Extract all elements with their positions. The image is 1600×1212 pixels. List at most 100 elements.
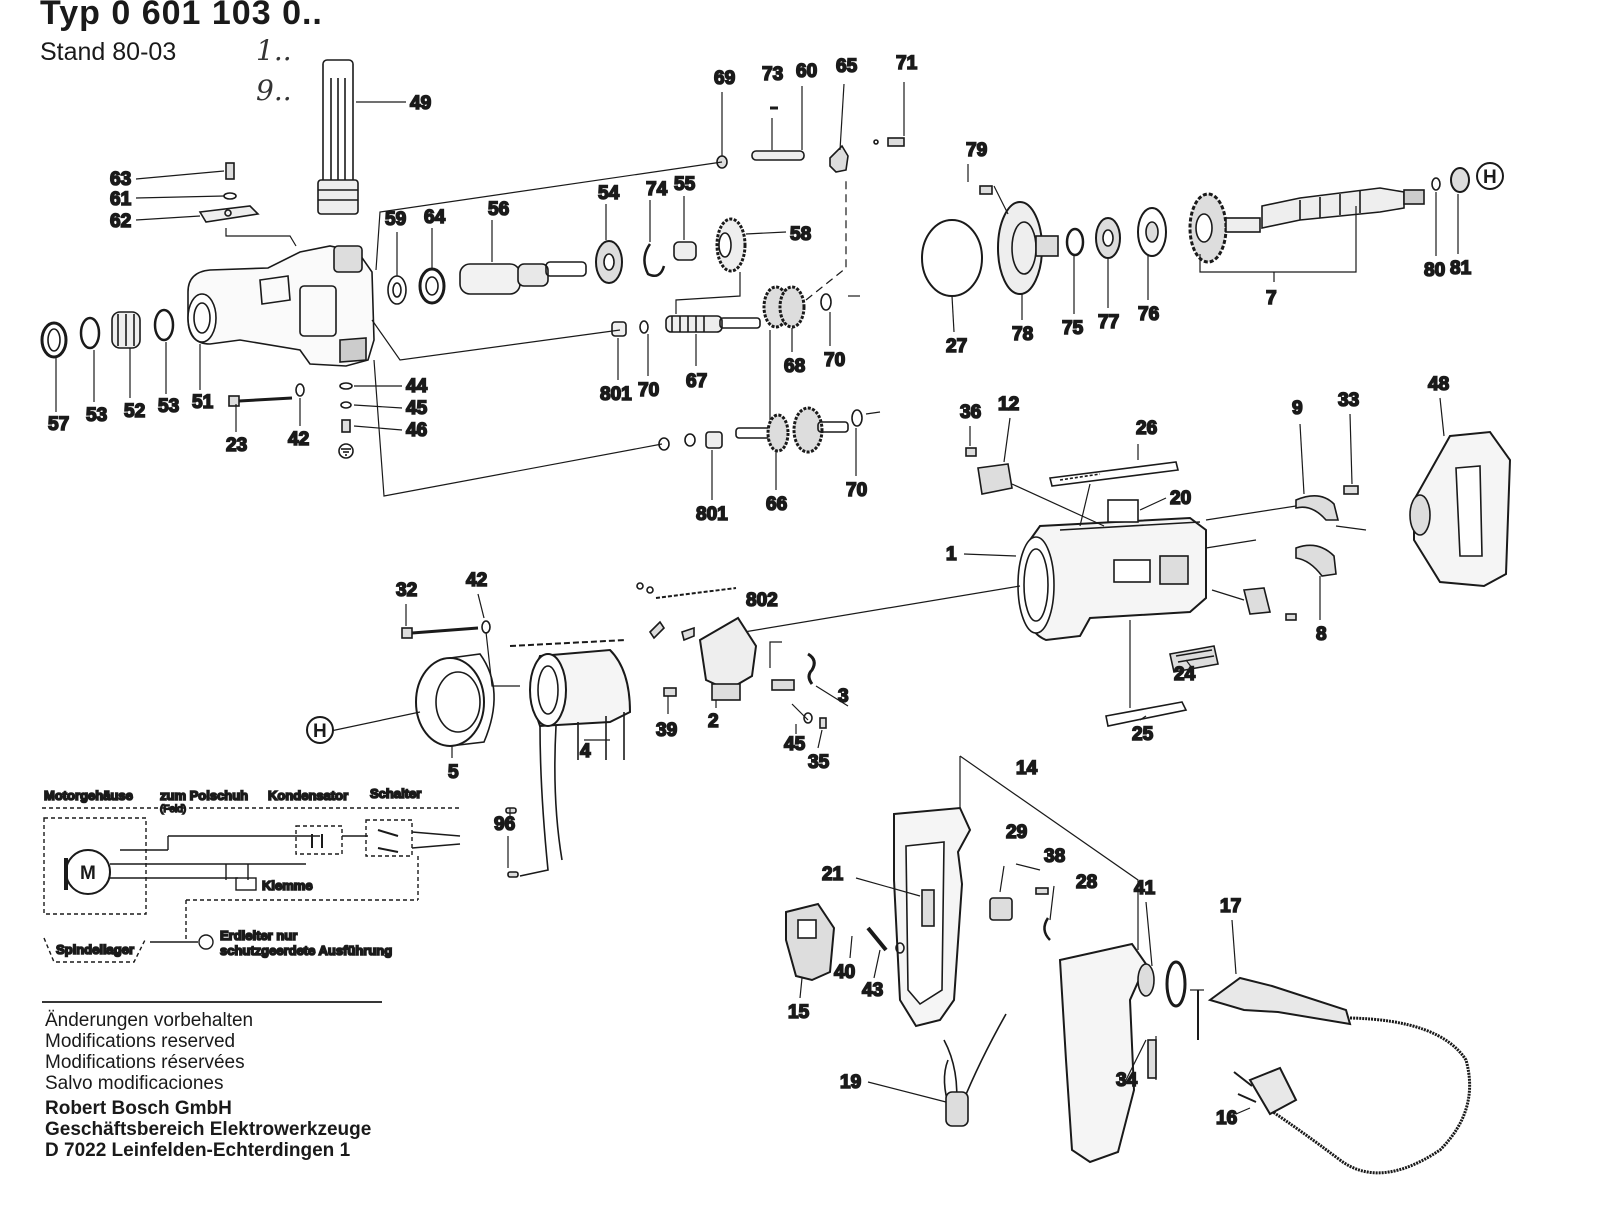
spindle-49 — [317, 59, 359, 215]
label-68: 68 — [784, 356, 805, 377]
label-73: 73 — [762, 64, 783, 85]
label-17: 17 — [1220, 896, 1241, 917]
handle-half-14 — [1058, 942, 1155, 1164]
clamp-29 — [989, 897, 1013, 921]
label-41: 41 — [1134, 878, 1156, 899]
plate-right-8 — [1242, 587, 1297, 621]
marker-h-left — [306, 716, 334, 744]
label-52: 52 — [124, 401, 145, 422]
pin-60 — [751, 150, 805, 161]
screw-32 — [401, 626, 479, 639]
washer-45b — [803, 712, 813, 724]
label-54: 54 — [598, 183, 620, 204]
carbon-brush-802 — [771, 679, 795, 691]
label-70a: 70 — [638, 380, 659, 401]
screw-33 — [1343, 485, 1359, 495]
label-58: 58 — [790, 224, 811, 245]
label-64: 64 — [424, 207, 446, 228]
label-16: 16 — [1216, 1108, 1237, 1129]
label-32: 32 — [396, 580, 417, 601]
ring-64 — [418, 267, 446, 305]
washer-45a — [340, 401, 352, 409]
label-44: 44 — [406, 376, 428, 397]
circlip-74 — [643, 243, 666, 277]
label-51: 51 — [192, 392, 214, 413]
plug-16 — [1233, 1066, 1298, 1116]
cap-9 — [1295, 495, 1340, 521]
wiring-erdleiter-1: Erdleiter nur — [220, 928, 297, 943]
label-21: 21 — [822, 864, 844, 885]
label-leader-lines — [55, 101, 1459, 1103]
gear-housing-51 — [187, 245, 375, 367]
washer-61 — [223, 192, 237, 200]
label-80: 80 — [1424, 260, 1445, 281]
label-56: 56 — [488, 199, 509, 220]
label-78: 78 — [1012, 324, 1033, 345]
label-55: 55 — [674, 174, 696, 195]
wiring-erdleiter-2: schutzgeerdete Ausführung — [220, 943, 392, 958]
clamp-28 — [1043, 917, 1051, 941]
washer-small-66a — [658, 433, 696, 451]
bearing-plate-78 — [997, 201, 1059, 295]
cover-12 — [977, 463, 1013, 495]
washer-80 — [1431, 177, 1441, 191]
label-63: 63 — [110, 169, 131, 190]
label-39: 39 — [656, 720, 677, 741]
label-77: 77 — [1098, 312, 1119, 333]
label-75: 75 — [1062, 318, 1084, 339]
footer-es: Salvo modificaciones — [45, 1073, 224, 1094]
screw-40 — [866, 926, 888, 952]
gearbox-leader-frame — [225, 82, 905, 497]
spring-3 — [807, 652, 816, 685]
cable-17 — [1197, 976, 1472, 1175]
strip-25 — [1105, 701, 1188, 727]
screw-79 — [979, 185, 993, 195]
wiring-schalter: Schalter — [370, 786, 421, 801]
field-stator-4 — [509, 639, 632, 877]
bearing-81 — [1450, 167, 1470, 193]
label-79: 79 — [966, 140, 987, 161]
label-25: 25 — [1132, 724, 1154, 745]
shaft-66 — [735, 406, 849, 454]
wiring-motorgehaeuse: Motorgehäuse — [44, 788, 133, 803]
bearing-77 — [1095, 217, 1121, 259]
screw-38 — [1035, 887, 1049, 895]
bearing-54 — [595, 240, 623, 284]
footer-address: D 7022 Leinfelden-Echterdingen 1 — [45, 1140, 351, 1161]
label-59: 59 — [385, 209, 406, 230]
screw-46 — [341, 419, 351, 433]
label-35: 35 — [808, 752, 830, 773]
label-12: 12 — [998, 394, 1019, 415]
screw-36 — [965, 447, 977, 457]
label-4: 4 — [580, 741, 591, 762]
label-61: 61 — [110, 189, 132, 210]
label-40: 40 — [834, 962, 855, 983]
ring-41 — [1165, 960, 1187, 1008]
label-36: 36 — [960, 402, 981, 423]
handwritten-note-2: 9.. — [256, 74, 292, 107]
label-71: 71 — [896, 53, 918, 74]
label-801a: 801 — [600, 384, 632, 405]
label-45b: 45 — [784, 734, 806, 755]
label-48: 48 — [1428, 374, 1449, 395]
label-34: 34 — [1116, 1070, 1138, 1091]
label-5: 5 — [448, 762, 459, 783]
small-parts-top — [636, 582, 737, 642]
gear-58 — [715, 217, 747, 273]
motor-housing-1 — [1017, 516, 1207, 642]
grille-24 — [1169, 645, 1219, 673]
label-76: 76 — [1138, 304, 1159, 325]
footer-fr: Modifications réservées — [45, 1052, 245, 1073]
label-19: 19 — [840, 1072, 861, 1093]
label-2: 2 — [708, 711, 719, 732]
washer-42a — [295, 383, 305, 397]
washer-70b — [820, 293, 832, 311]
label-49: 49 — [410, 93, 431, 114]
ring-53a — [79, 316, 101, 350]
screw-71 — [873, 137, 905, 147]
label-67: 67 — [686, 371, 707, 392]
label-9: 9 — [1292, 398, 1303, 419]
label-65: 65 — [836, 56, 858, 77]
label-24: 24 — [1174, 664, 1196, 685]
